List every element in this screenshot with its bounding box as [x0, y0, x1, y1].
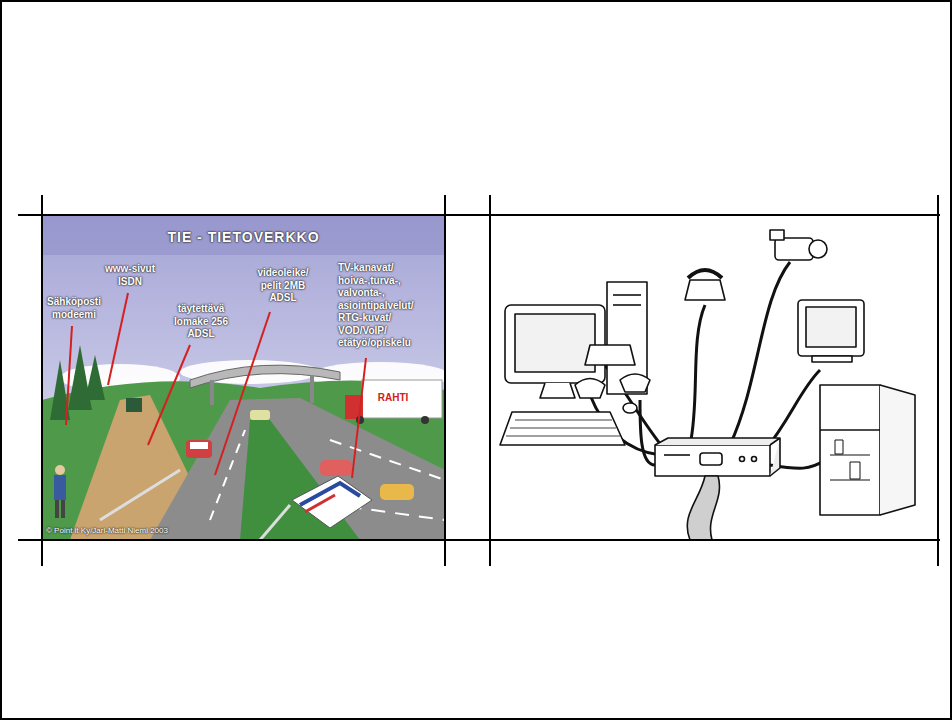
illustration-title: TIE - TIETOVERKKO [42, 229, 445, 247]
truck-text: RAHTI [370, 392, 416, 405]
crop-lines [18, 195, 940, 566]
home-network-drawing [500, 230, 915, 540]
road-label: www-sivut ISDN [98, 263, 162, 288]
road-illustration [42, 215, 445, 540]
road-label: Sähköposti modeemi [44, 296, 104, 321]
copyright-note: © Point it Ky/Jari-Matti Niemi 2003 [46, 526, 266, 536]
road-label: videoleike/ pelit 2MB ADSL [252, 267, 314, 305]
road-label: TV-kanavat/ hoiva-,turva-, valvonta-, as… [338, 262, 438, 350]
road-label: täytettävä lomake 256 ADSL [170, 303, 232, 341]
